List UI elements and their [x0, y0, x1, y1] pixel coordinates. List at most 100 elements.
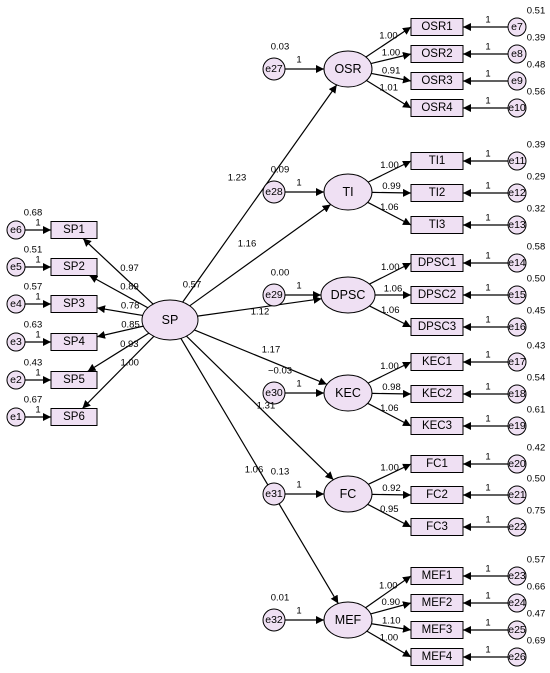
indicator-box-sp6	[50, 408, 98, 426]
indicator-box-sp5	[50, 371, 98, 389]
error-label-e23: e23	[508, 570, 526, 582]
variance-e26: 0.69	[527, 636, 546, 647]
indicator-label-kec3: KEC3	[422, 420, 452, 432]
disturbance-e31	[262, 482, 286, 506]
fixed-weight-e26: 1	[485, 645, 490, 656]
loading-arrow-osr1	[365, 26, 412, 58]
error-label-e7: e7	[511, 21, 523, 33]
fixed-weight-e24: 1	[485, 591, 490, 602]
loading-arrow-kec1	[367, 361, 412, 384]
loading-arrow-kec2	[371, 389, 412, 398]
indicator-box-sp2	[50, 258, 98, 276]
path-coef-dpsc: 1.12	[251, 307, 270, 318]
latent-fc	[323, 475, 373, 513]
path-arrow-sp-mef	[180, 338, 339, 604]
error-label-e25: e25	[508, 624, 526, 636]
indicator-label-kec1: KEC1	[422, 356, 452, 368]
loading-arrow-fc1	[368, 463, 412, 485]
loading-arrow-osr4	[366, 79, 412, 109]
loading-sp5: 0.93	[120, 339, 139, 350]
error-circle-e10	[507, 98, 527, 118]
error-label-e3: e3	[10, 336, 22, 348]
latent-ti	[323, 173, 373, 211]
disturbance-fix-e31: 1	[296, 480, 301, 491]
error-label-e17: e17	[508, 356, 526, 368]
disturbance-variance-e31: 0.13	[271, 467, 290, 478]
indicator-label-sp4: SP4	[63, 336, 85, 348]
error-circle-e1	[6, 407, 26, 427]
loading-ti2: 0.99	[382, 181, 401, 192]
path-coef-osr: 1.23	[228, 173, 247, 184]
indicator-label-ti2: TI2	[429, 187, 446, 199]
error-circle-e18	[507, 384, 527, 404]
error-circle-e13	[507, 215, 527, 235]
latent-label-dpsc: DPSC	[331, 288, 366, 302]
error-circle-e22	[507, 517, 527, 537]
loading-dpsc1: 1.00	[381, 262, 400, 273]
loading-mef1: 1.00	[379, 580, 398, 591]
error-circle-e5	[6, 257, 26, 277]
indicator-box-mef2	[410, 594, 464, 612]
indicator-label-dpsc1: DPSC1	[418, 257, 456, 269]
latent-label-fc: FC	[340, 487, 357, 501]
indicator-box-ti3	[410, 216, 464, 234]
loading-osr4: 1.01	[380, 83, 399, 94]
fixed-weight-e8: 1	[485, 42, 490, 53]
disturbance-label-e28: e28	[265, 186, 283, 198]
loading-arrow-osr2	[370, 51, 412, 65]
error-circle-e2	[6, 370, 26, 390]
variance-e18: 0.54	[527, 373, 546, 384]
error-label-e24: e24	[508, 597, 526, 609]
variance-e15: 0.50	[527, 274, 546, 285]
error-circle-e12	[507, 183, 527, 203]
error-circle-e19	[507, 416, 527, 436]
fixed-weight-e21: 1	[485, 483, 490, 494]
indicator-box-osr4	[410, 99, 464, 117]
path-arrow-sp-kec	[194, 329, 328, 386]
path-coef-mef: 1.06	[245, 465, 264, 476]
disturbance-label-e27: e27	[265, 63, 283, 75]
indicator-box-osr1	[410, 18, 464, 36]
error-circle-e3	[6, 332, 26, 352]
error-circle-e14	[507, 253, 527, 273]
indicator-box-mef3	[410, 621, 464, 639]
loading-arrow-mef3	[371, 623, 412, 633]
variance-e14: 0.58	[527, 242, 546, 253]
disturbance-label-e31: e31	[265, 488, 283, 500]
disturbance-e28	[262, 180, 286, 204]
disturbance-variance-e27: 0.03	[271, 42, 290, 53]
indicator-box-osr2	[410, 45, 464, 63]
loading-arrow-mef2	[370, 601, 412, 615]
variance-e7: 0.51	[527, 6, 546, 17]
loading-kec2: 0.98	[382, 382, 401, 393]
variance-e8: 0.39	[527, 33, 546, 44]
variance-e25: 0.47	[527, 609, 546, 620]
latent-label-osr: OSR	[334, 62, 361, 76]
error-label-e20: e20	[508, 458, 526, 470]
error-circle-e21	[507, 485, 527, 505]
variance-e2: 0.43	[24, 358, 43, 369]
variance-e3: 0.63	[24, 320, 43, 331]
fixed-weight-e16: 1	[485, 315, 490, 326]
indicator-label-osr3: OSR3	[421, 75, 452, 87]
indicator-box-dpsc2	[410, 286, 464, 304]
variance-e19: 0.61	[527, 405, 546, 416]
error-label-e8: e8	[511, 48, 523, 60]
loading-mef2: 0.90	[382, 597, 401, 608]
error-label-e21: e21	[508, 489, 526, 501]
indicator-box-osr3	[410, 72, 464, 90]
disturbance-label-e32: e32	[265, 614, 283, 626]
error-circle-e9	[507, 71, 527, 91]
indicator-box-sp4	[50, 333, 98, 351]
fixed-weight-e17: 1	[485, 350, 490, 361]
fixed-weight-e6: 1	[35, 218, 40, 229]
disturbance-variance-e30: −0.03	[268, 366, 292, 377]
disturbance-e30	[262, 381, 286, 405]
loading-sp2: 0.89	[120, 282, 139, 293]
loading-arrow-mef4	[366, 630, 412, 658]
latent-label-kec: KEC	[335, 386, 361, 400]
latent-label-sp: SP	[162, 313, 179, 327]
indicator-box-kec2	[410, 385, 464, 403]
variance-sp: 0.57	[183, 280, 202, 291]
